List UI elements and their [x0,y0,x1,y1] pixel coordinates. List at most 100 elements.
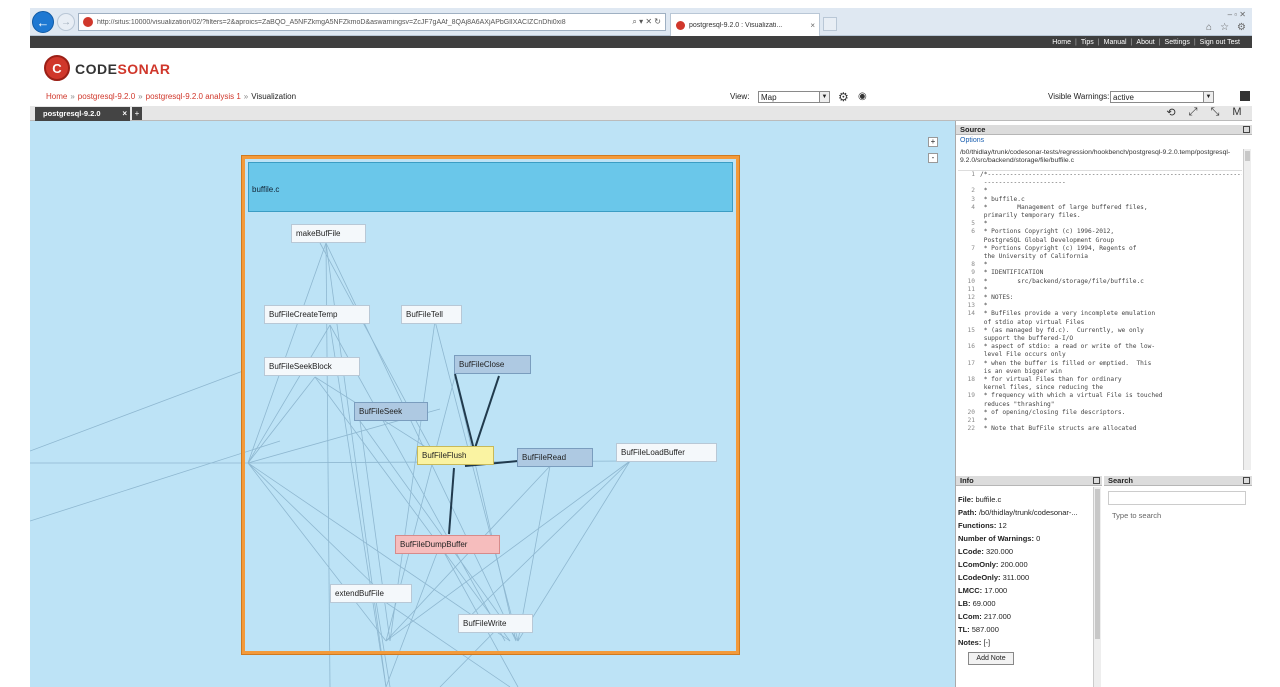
line-text: of stdio atop virtual Files [980,318,1085,326]
line-text: * [980,302,988,310]
info-row: LCom: 217.000 [958,610,1098,623]
tab-close-icon[interactable]: × [810,20,815,30]
source-line: 12 * NOTES: [958,294,1242,302]
expand-icon[interactable]: ⤢ [1188,106,1198,118]
node-buffileseek[interactable]: BufFileSeek [354,402,428,421]
codesonar-logo-icon[interactable]: C [44,55,70,81]
window-controls[interactable]: – ▫ ✕ [1227,10,1246,19]
source-scroll-thumb[interactable] [1245,151,1250,161]
back-button[interactable]: ← [32,11,54,33]
node-buffiledumpbuffer[interactable]: BufFileDumpBuffer [395,535,500,554]
add-note-button[interactable]: Add Note [968,652,1014,665]
info-row: Functions: 12 [958,519,1098,532]
nav-sign-out[interactable]: Sign out Test [1199,38,1240,46]
info-scroll-thumb[interactable] [1095,489,1100,639]
line-number [958,351,980,359]
line-number [958,401,980,409]
source-line: 19 * frequency with which a virtual File… [958,392,1242,400]
info-row: Number of Warnings: 0 [958,532,1098,545]
zoom-out-button[interactable]: - [928,153,938,163]
node-buffileflush[interactable]: BufFileFlush [417,446,494,465]
line-text: * buffile.c [980,195,1025,203]
source-line: 1/*-------------------------------------… [958,171,1242,179]
collapse-icon[interactable]: ⤡ [1210,106,1220,118]
add-tab-button[interactable]: + [132,107,142,120]
save-icon[interactable] [1240,91,1250,101]
maximize-icon[interactable] [1243,126,1250,133]
close-icon[interactable]: × [122,109,127,118]
nav-home[interactable]: Home [1052,38,1071,46]
visualization-canvas[interactable]: + - buffile.c makeBufFile BufFileCreateT… [30,121,955,687]
view-select[interactable]: Map ▼ [758,91,830,103]
nav-settings[interactable]: Settings [1164,38,1190,46]
node-buffileloadbuffer[interactable]: BufFileLoadBuffer [616,443,717,462]
node-extendbuffile[interactable]: extendBufFile [330,584,412,603]
visualization-tabbar: postgresql-9.2.0 × + ⟲ ⤢ ⤡ M [30,106,1252,121]
line-number: 10 [967,277,975,285]
logo-text[interactable]: CODESONAR [75,61,171,77]
nav-manual[interactable]: Manual [1103,38,1127,46]
node-buffileclose[interactable]: BufFileClose [454,355,531,374]
map-mode-icon[interactable]: M [1232,106,1242,118]
node-buffilecreatetemp[interactable]: BufFileCreateTemp [264,305,370,324]
address-url: http://situs:10000/visualization/02/?fil… [97,18,566,26]
line-text: kernel files, since reducing the [980,384,1103,392]
reset-layout-icon[interactable]: ⟲ [1166,107,1176,119]
graph-edge [434,320,519,642]
visible-warnings-select[interactable]: active ▼ [1110,91,1214,103]
forward-button[interactable]: → [57,13,75,31]
info-key: Notes: [958,638,982,647]
maximize-icon[interactable] [1093,477,1100,484]
line-text: * IDENTIFICATION [980,269,1044,277]
view-settings-gear-icon[interactable]: ⚙ [838,90,849,104]
breadcrumb-analysis[interactable]: postgresql-9.2.0 analysis 1 [145,92,241,101]
info-scrollbar[interactable] [1093,487,1101,687]
options-link[interactable]: Options [960,137,985,144]
line-text: ---------------------- [980,179,1066,187]
address-actions-icon[interactable]: ⌕ ▾ ✕ ↻ [632,17,661,26]
info-value: [-] [983,638,991,647]
zoom-in-button[interactable]: + [928,137,938,147]
browser-tab-title: postgresql-9.2.0 : Visualizati... [689,21,783,29]
info-key: Functions: [958,521,997,530]
source-line: primarily temporary files. [958,212,1242,220]
info-key: LCode: [958,547,984,556]
line-text: PostgreSQL Global Development Group [980,236,1115,244]
info-key: LComOnly: [958,560,999,569]
gear-icon[interactable]: ⚙ [1237,22,1246,33]
source-line: 6 * Portions Copyright (c) 1996-2012, [958,228,1242,236]
line-number: 5 [971,220,975,228]
file-cluster-buffile[interactable]: buffile.c [242,156,739,654]
tab-postgresql[interactable]: postgresql-9.2.0 × [35,107,130,121]
line-text: reduces "thrashing" [980,400,1055,408]
node-buffilewrite[interactable]: BufFileWrite [458,614,533,633]
info-row: TL: 587.000 [958,623,1098,636]
maximize-icon[interactable] [1243,477,1250,484]
new-tab-button[interactable] [823,17,837,31]
source-line: support the buffered-I/O [958,335,1242,343]
graph-edge [374,594,391,687]
file-cluster-header[interactable]: buffile.c [248,162,733,212]
graph-edge [30,440,281,522]
breadcrumb-home[interactable]: Home [46,92,68,101]
info-value: 200.000 [1000,560,1028,569]
top-nav: Home| Tips| Manual| About| Settings| Sig… [30,36,1252,48]
search-input[interactable] [1108,491,1246,505]
nav-about[interactable]: About [1136,38,1155,46]
home-icon[interactable]: ⌂ [1206,22,1213,33]
line-number: 12 [967,294,975,302]
graph-edge [314,376,511,642]
info-panel-header: Info [956,476,1102,486]
address-bar[interactable]: http://situs:10000/visualization/02/?fil… [78,13,666,31]
eye-icon[interactable]: ◉ [858,91,867,102]
node-buffiletell[interactable]: BufFileTell [401,305,462,324]
breadcrumb-project[interactable]: postgresql-9.2.0 [77,92,136,101]
node-makebuffile[interactable]: makeBufFile [291,224,366,243]
node-buffileseekblock[interactable]: BufFileSeekBlock [264,357,360,376]
browser-tab[interactable]: postgresql-9.2.0 : Visualizati... × [670,13,820,36]
line-number: 3 [971,195,975,203]
node-buffileread[interactable]: BufFileRead [517,448,593,467]
nav-tips[interactable]: Tips [1080,38,1094,46]
source-scrollbar[interactable] [1243,149,1251,470]
star-icon[interactable]: ☆ [1220,22,1230,33]
